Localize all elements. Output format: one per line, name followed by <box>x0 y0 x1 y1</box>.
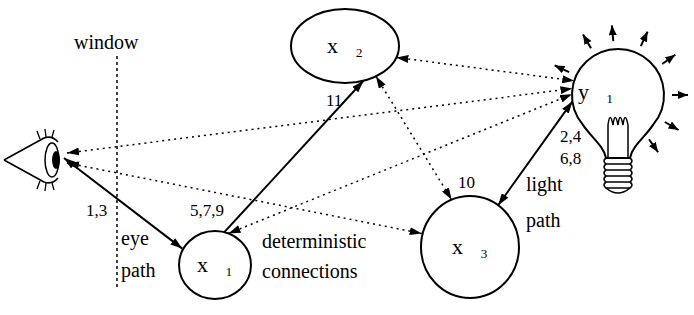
bulb-outline <box>560 40 670 200</box>
light-bulb: y⃗₁ <box>560 40 670 200</box>
vertex-label: x⃗₃ <box>452 235 488 259</box>
annotation-label: deterministic connections <box>262 226 402 286</box>
deterministic-connection <box>228 94 572 233</box>
vertex-ellipse: x⃗₁ <box>178 230 252 300</box>
callout-number-box: 1,3 <box>86 200 107 221</box>
light-ray <box>662 55 675 64</box>
vertex-ellipse-outline <box>291 9 399 83</box>
eye-connection-line <box>67 163 422 234</box>
light-ray <box>612 25 613 41</box>
annotation-label-box: eye path <box>121 222 165 286</box>
vertex-ellipse-outline <box>421 196 519 298</box>
callout-number-box: 10 <box>458 172 475 193</box>
vertex-label: x⃗₂ <box>327 34 363 58</box>
callout-number: 5,7,9 <box>190 200 224 221</box>
light-ray <box>665 122 679 130</box>
eyelashes <box>37 129 54 191</box>
callout-number: 10 <box>458 172 475 193</box>
vertex-ellipse: x⃗₂ <box>290 8 400 84</box>
path-segment <box>224 81 363 232</box>
light-ray <box>649 139 658 152</box>
light-ray <box>641 32 648 46</box>
eyeball <box>45 143 59 177</box>
light-ray <box>555 65 570 72</box>
bulb-base <box>604 158 632 193</box>
light-ray <box>672 94 688 96</box>
deterministic-connection <box>396 57 574 80</box>
callout-number: 11 <box>326 90 342 111</box>
annotation-label: light path <box>526 166 574 238</box>
window-line <box>116 56 118 290</box>
vertex-ellipse: x⃗₃ <box>420 195 520 299</box>
deterministic-connection <box>376 76 452 199</box>
callout-number-box: 2,4 6,8 <box>560 126 586 170</box>
callout-number: 1,3 <box>86 200 107 221</box>
bulb-filament <box>608 118 628 159</box>
pupil <box>52 151 60 169</box>
vertex-label: x⃗₁ <box>197 253 233 277</box>
callout-number: 2,4 6,8 <box>560 126 586 170</box>
callout-number-box: 5,7,9 <box>190 200 224 221</box>
annotation-label: eye path <box>121 222 165 286</box>
vertex-label: y⃗₁ <box>578 80 614 104</box>
annotation-label-box: window <box>74 30 138 55</box>
annotation-label-box: light path <box>526 166 574 238</box>
eye-icon <box>4 129 60 191</box>
callout-number-box: 11 <box>326 90 342 111</box>
light-ray <box>583 34 591 48</box>
annotation-label-box: deterministic connections <box>262 226 402 286</box>
eye-connection-line <box>67 89 572 153</box>
bulb-glass <box>572 49 664 158</box>
annotation-label: window <box>74 30 138 55</box>
vertex-ellipse-outline <box>179 231 251 299</box>
